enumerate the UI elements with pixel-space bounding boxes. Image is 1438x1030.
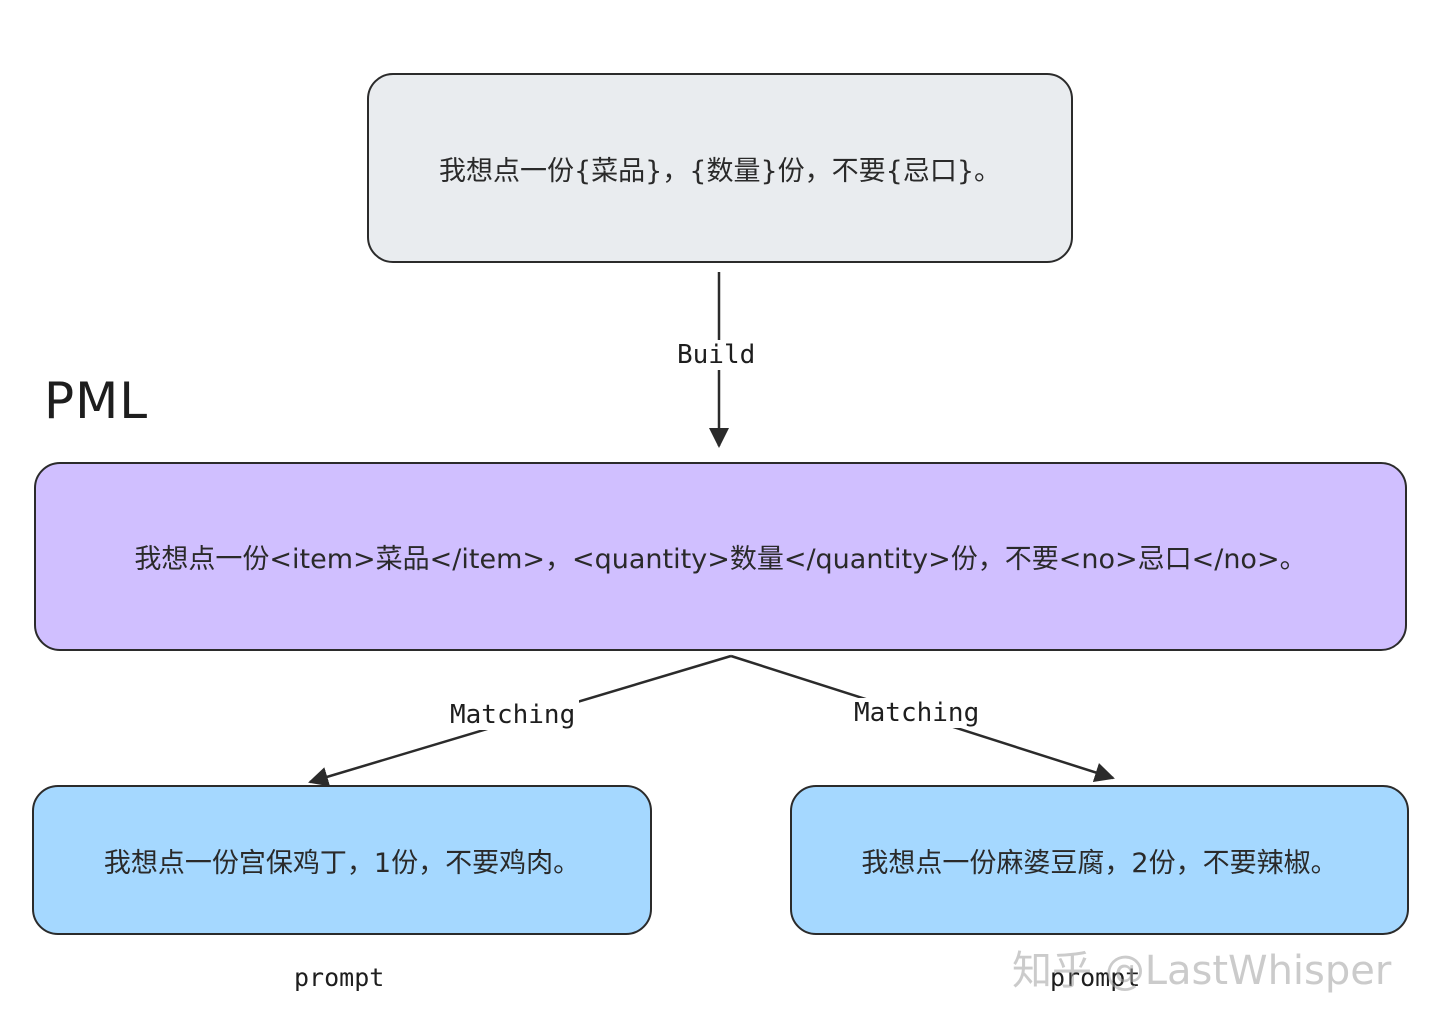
matching-right-edge-label: Matching (850, 698, 984, 728)
prompt-left-node: 我想点一份宫保鸡丁，1份，不要鸡肉。 (32, 785, 652, 935)
pml-title: PML (44, 372, 149, 430)
prompt-left-caption: prompt (294, 963, 385, 992)
prompt-right-caption: prompt (1050, 963, 1141, 992)
prompt-right-node-text: 我想点一份麻婆豆腐，2份，不要辣椒。 (861, 847, 1338, 879)
watermark: 知乎 @LastWhisper (1012, 948, 1392, 994)
pml-node-text: 我想点一份<item>菜品</item>，<quantity>数量</quant… (134, 544, 1307, 575)
prompt-left-node-text: 我想点一份宫保鸡丁，1份，不要鸡肉。 (103, 847, 581, 879)
template-node-text: 我想点一份{菜品}，{数量}份，不要{忌口}。 (438, 155, 1002, 187)
build-edge-label: Build (673, 340, 760, 370)
pml-node: 我想点一份<item>菜品</item>，<quantity>数量</quant… (34, 462, 1407, 651)
prompt-right-node: 我想点一份麻婆豆腐，2份，不要辣椒。 (790, 785, 1409, 935)
matching-left-edge-label: Matching (446, 700, 580, 730)
template-node: 我想点一份{菜品}，{数量}份，不要{忌口}。 (367, 73, 1073, 263)
